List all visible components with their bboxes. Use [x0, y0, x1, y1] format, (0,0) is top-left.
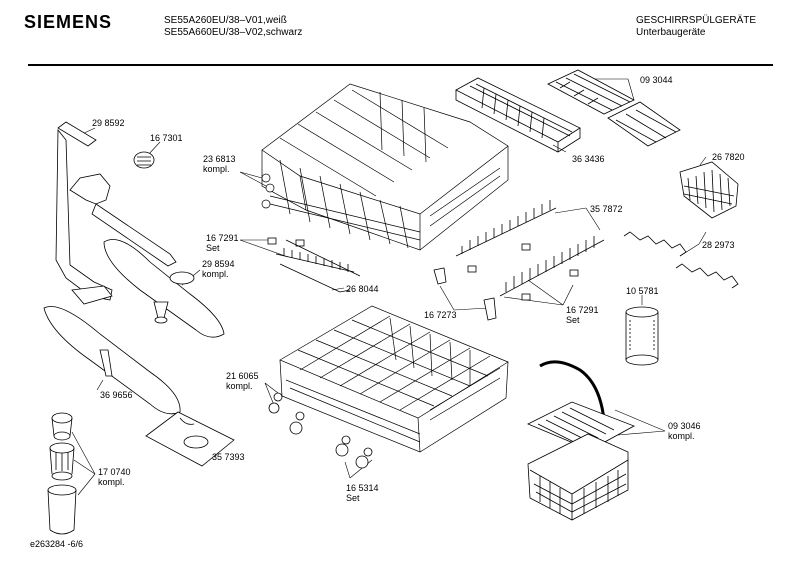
upper-basket [261, 83, 509, 251]
upper-spray-arm [55, 121, 177, 305]
part-label: 16 7273 [424, 310, 457, 320]
drawing-code: e263284 -6/6 [30, 539, 84, 549]
cup-shelf-tray [455, 77, 581, 153]
category-title: GESCHIRRSPÜLGERÄTE [636, 15, 757, 26]
part-label: 36 3436 [572, 154, 605, 164]
spike-strip [623, 231, 739, 289]
part-label: 26 8044 [346, 284, 379, 294]
model-line-2: SE55A660EU/38–V02,schwarz [164, 27, 303, 38]
rack-clips [267, 237, 579, 321]
part-label: 26 7820 [712, 152, 745, 162]
part-label: 29 8592 [92, 118, 125, 128]
basket-wheels [268, 392, 373, 469]
lower-spray-arm [43, 306, 181, 415]
filter-assembly [47, 412, 77, 535]
part-label: 36 9656 [100, 390, 133, 400]
lower-basket [279, 305, 509, 453]
tine-rows [455, 200, 605, 297]
part-label: 10 5781 [626, 286, 659, 296]
leader-lines [71, 78, 707, 496]
part-label: 28 2973 [702, 240, 735, 250]
part-label: 09 3044 [640, 75, 673, 85]
part-label: 16 7301 [150, 133, 183, 143]
subcategory-title: Unterbaugeräte [636, 27, 706, 38]
cutlery-basket [527, 360, 635, 521]
model-line-1: SE55A260EU/38–V01,weiß [164, 15, 287, 26]
folding-tine-strip [275, 239, 361, 293]
small-cutlery-basket [679, 161, 739, 219]
middle-spray-arm [103, 239, 225, 338]
cylinder-insert [625, 306, 659, 366]
cup-rack-inserts [547, 69, 681, 147]
part-label: 35 7393 [212, 452, 245, 462]
brand-logo: SIEMENS [24, 12, 113, 32]
sieve-plate [145, 411, 235, 467]
nozzle-part [133, 151, 155, 169]
header-divider [28, 64, 773, 66]
part-label: 35 7872 [590, 204, 623, 214]
